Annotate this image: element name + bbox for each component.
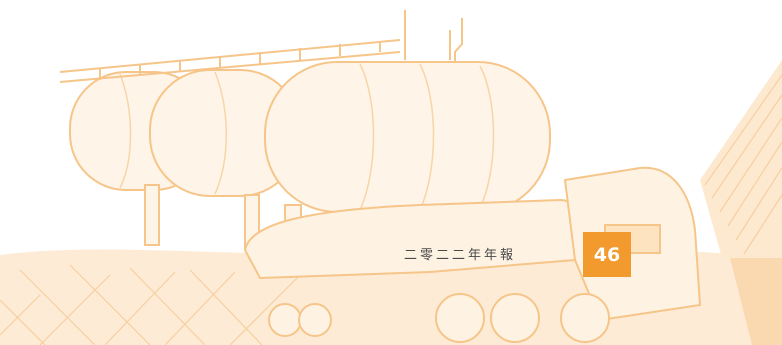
page-number-badge: 46 (583, 232, 631, 277)
lattice-pattern (0, 264, 301, 345)
wheel-2 (490, 293, 540, 343)
walkway-railing (59, 10, 463, 83)
tank-right (264, 61, 551, 213)
tank-supports (144, 184, 302, 251)
report-title: 二零二二年年報 (404, 248, 517, 263)
tank-ribs (119, 63, 495, 211)
support-1 (144, 184, 160, 246)
wheel-5 (298, 303, 332, 337)
right-pattern-lines (704, 74, 782, 255)
wheel-4 (268, 303, 302, 337)
wheel-3 (560, 293, 610, 343)
storage-tanks (69, 61, 551, 213)
right-pattern-patch (700, 60, 782, 258)
wheel-1 (435, 293, 485, 343)
right-corner-accent (730, 258, 782, 345)
